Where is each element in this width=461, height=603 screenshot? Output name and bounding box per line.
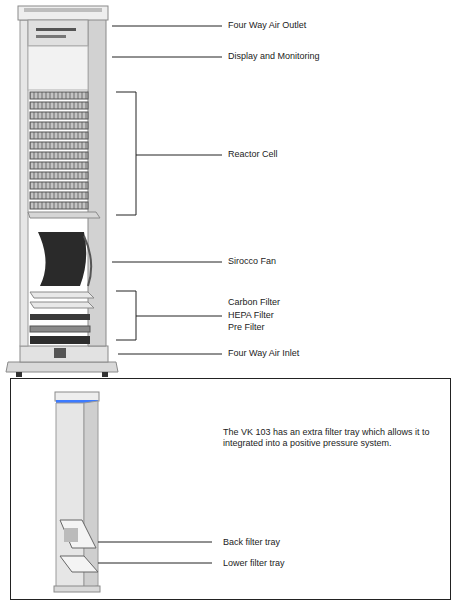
air-outlet	[24, 8, 102, 12]
reactor-plate	[30, 152, 88, 159]
reactor-plate	[30, 142, 88, 149]
upper-chamber	[28, 46, 88, 90]
sirocco-fan	[38, 232, 86, 286]
reactor-plate	[30, 172, 88, 179]
display-logo	[36, 28, 76, 31]
reactor-plate	[30, 182, 88, 189]
reactor-plate	[30, 132, 88, 139]
lower-filter-tray	[60, 556, 98, 572]
top-cap	[18, 6, 108, 20]
description-text: The VK 103 has an extra filter tray whic…	[223, 427, 438, 449]
leader-line	[98, 563, 212, 564]
reactor-plate	[30, 192, 88, 199]
reactor-plate	[30, 102, 88, 109]
leader-line	[118, 354, 222, 355]
part-label: Pre Filter	[228, 322, 265, 333]
carbon-filter	[30, 292, 94, 298]
base-plate	[6, 362, 118, 372]
part-label: Display and Monitoring	[228, 51, 320, 62]
part-label: Four Way Air Outlet	[228, 20, 306, 31]
tower-foot	[102, 372, 108, 377]
part-label: Back filter tray	[223, 537, 423, 548]
reactor-plate	[30, 162, 88, 169]
part-label: Carbon Filter	[228, 297, 280, 308]
part-label: Reactor Cell	[228, 149, 278, 160]
leader-line	[136, 316, 222, 317]
inlet-slot	[54, 348, 66, 358]
reactor-cell	[30, 92, 88, 209]
leader-line	[112, 262, 222, 263]
air-inlet	[20, 346, 108, 362]
tray-filter	[64, 528, 78, 542]
pre-filter-tray	[30, 336, 90, 344]
carbon-filter	[30, 302, 94, 308]
tower-foot	[16, 372, 22, 377]
display-readout	[36, 35, 66, 38]
reactor-plate	[30, 112, 88, 119]
back-filter-tray	[60, 520, 96, 548]
pre-filter	[30, 326, 90, 332]
leader-lines	[112, 26, 222, 354]
display-panel	[28, 20, 88, 46]
part-label: Sirocco Fan	[228, 256, 276, 267]
bracket	[116, 291, 136, 340]
leader-line	[112, 26, 222, 27]
reactor-plate	[30, 122, 88, 129]
part-label: Lower filter tray	[223, 558, 423, 569]
small-top-cap	[55, 392, 99, 401]
reactor-plate	[30, 92, 88, 99]
info-box: The VK 103 has an extra filter tray whic…	[10, 378, 451, 600]
front-frame	[20, 20, 28, 346]
leader-line	[98, 542, 212, 543]
reactor-shelf	[28, 212, 100, 218]
reactor-plate	[30, 202, 88, 209]
small-base	[54, 586, 100, 592]
bracket	[116, 92, 136, 215]
leader-line	[136, 155, 222, 156]
leader-line	[112, 57, 222, 58]
hepa-filter	[30, 314, 90, 320]
part-label: Four Way Air Inlet	[228, 348, 299, 359]
fan-housing	[84, 236, 91, 286]
part-label: HEPA Filter	[228, 310, 274, 321]
